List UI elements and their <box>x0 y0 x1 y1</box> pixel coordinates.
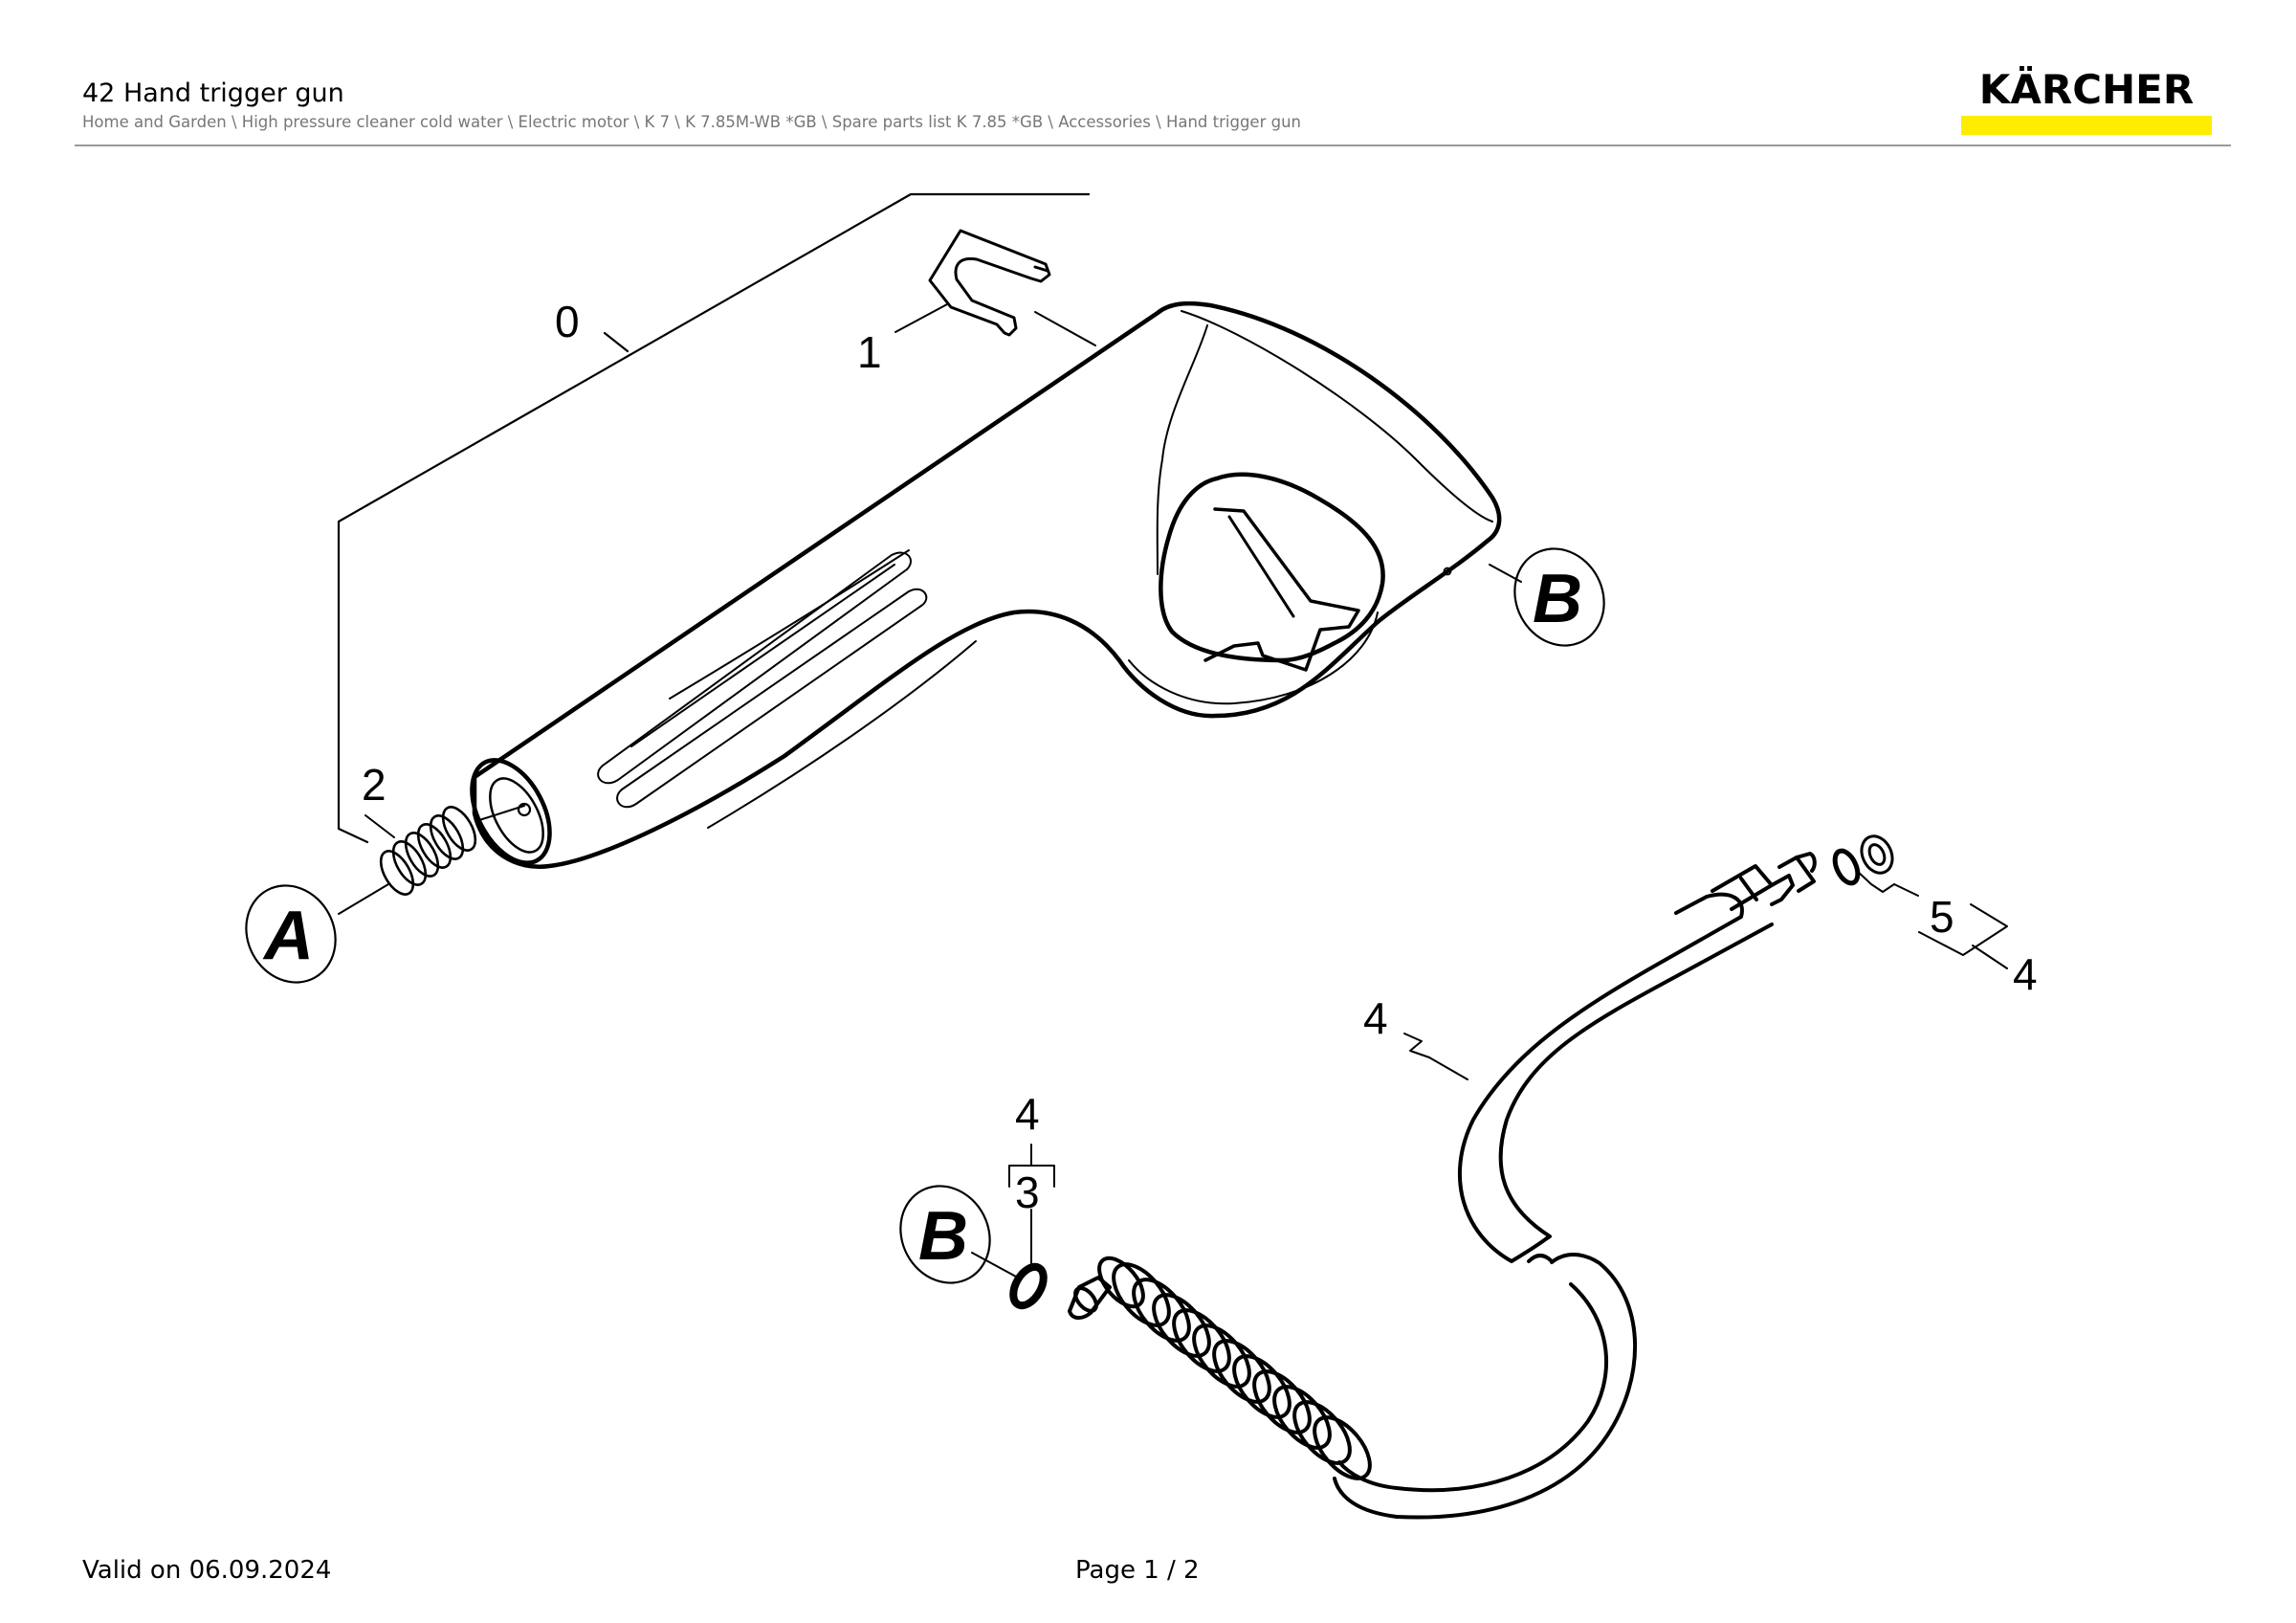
callout-0: 0 <box>555 297 580 346</box>
o-ring-right <box>1832 848 1861 886</box>
callout-4-hose: 4 <box>1363 993 1388 1043</box>
reference-circle-b-upper <box>1513 547 1605 647</box>
leader-spring-body <box>475 805 525 822</box>
callout-4-right: 4 <box>2013 949 2038 999</box>
page-title: 42 Hand trigger gun <box>82 78 344 108</box>
reference-letter-a: A <box>262 898 314 974</box>
reference-circle-b-lower <box>899 1185 991 1284</box>
breadcrumb: Home and Garden \ High pressure cleaner … <box>82 113 1301 131</box>
washer-part <box>1860 834 1894 875</box>
karcher-logo: KÄRCHER <box>1961 67 2212 136</box>
trigger-gun-body <box>470 300 1502 869</box>
callout-2: 2 <box>362 760 386 810</box>
page-number: Page 1 / 2 <box>1075 1556 1200 1585</box>
reference-letter-b-lower: B <box>918 1198 968 1275</box>
reference-circle-a <box>245 884 337 984</box>
logo-yellow-bar <box>1961 116 2212 135</box>
callout-5: 5 <box>1930 892 1954 942</box>
high-pressure-hose <box>1068 852 1817 1520</box>
callout-3: 3 <box>1015 1167 1040 1217</box>
spring-part <box>379 806 477 896</box>
callout-4-lower: 4 <box>1015 1089 1040 1139</box>
valid-date: Valid on 06.09.2024 <box>82 1556 332 1585</box>
clip-part <box>928 229 1051 337</box>
logo-wordmark: KÄRCHER <box>1978 66 2195 113</box>
reference-letter-b-upper: B <box>1533 561 1582 637</box>
leader-2 <box>364 814 395 838</box>
o-ring-left <box>1009 1262 1048 1310</box>
leader-clip-body <box>1034 311 1096 346</box>
leader-a-spring <box>338 883 389 915</box>
leader-1 <box>894 303 948 333</box>
leader-b-gun <box>1489 564 1522 583</box>
callout-leaders <box>971 869 2008 1278</box>
assembly-bracket <box>337 192 1091 844</box>
callout-1: 1 <box>857 327 882 377</box>
header-divider <box>75 145 2231 146</box>
